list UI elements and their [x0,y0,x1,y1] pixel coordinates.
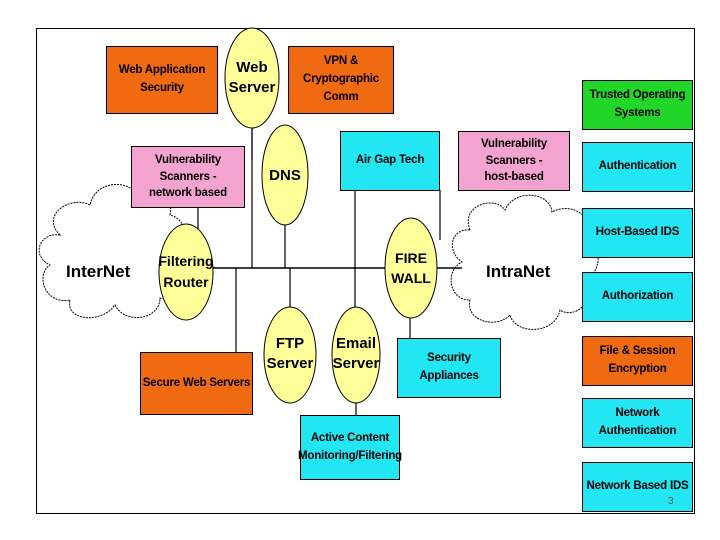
sidebar-trusted-operating-systems: Trusted Operating Systems [582,80,693,130]
internet-cloud-shape [38,184,187,319]
intranet-label: IntraNet [486,262,551,281]
web-server-node [224,27,280,129]
web-server-label: Web Server [228,58,276,96]
active-content-monitoring-box: Active Content Monitoring/Filtering [298,415,402,480]
ftp-server-node [263,306,317,404]
vulnerability-scanners-host-box: Vulnerability Scanners - host-based [458,131,570,191]
web-application-security-box: Web Application Security [106,46,218,114]
vpn-cryptographic-box: VPN & Cryptographic Comm [288,46,394,114]
sidebar-authentication: Authentication [582,142,693,192]
diagram-frame [36,28,695,514]
firewall-label: FIRE WALL [391,249,431,286]
email-server-label: Email Server [332,334,380,372]
dns-node [261,124,309,226]
page-number: 3 [668,496,674,507]
sidebar-host-based-ids: Host-Based IDS [582,208,693,258]
air-gap-tech-box: Air Gap Tech [340,131,440,191]
sidebar-network-based-ids: Network Based IDS [582,462,693,512]
sidebar-authorization: Authorization [582,272,693,322]
ftp-server-label: FTP Server [266,334,314,372]
secure-web-servers-box: Secure Web Servers [140,352,253,415]
filtering-router-node [158,223,214,321]
security-appliances-box: Security Appliances [397,338,501,398]
sidebar-network-authentication: Network Authentication [582,398,693,448]
sidebar-file-session-encryption: File & Session Encryption [582,336,693,386]
internet-label: InterNet [66,262,131,281]
firewall-node [384,217,438,319]
vulnerability-scanners-network-box: Vulnerability Scanners - network based [131,146,245,208]
filtering-router-label: Filtering Router [158,253,214,290]
email-server-node [331,306,381,404]
dns-label: DNS [269,166,301,184]
